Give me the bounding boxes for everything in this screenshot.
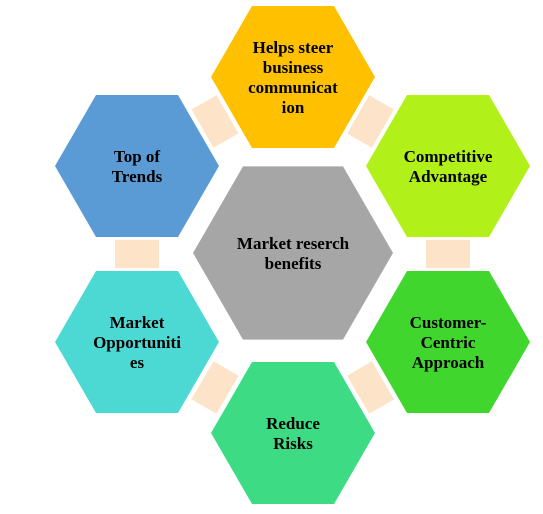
connector-competitive-customer: [426, 239, 470, 269]
connectors: [115, 95, 470, 414]
hexagon-opportunities-label-line: Opportuniti: [93, 333, 181, 352]
hexagon-risks-shape: [211, 362, 375, 504]
connector-communication-competitive: [347, 95, 394, 148]
hexagon-communication-shape: [211, 6, 375, 148]
hexagon-center-label-line: benefits: [265, 254, 322, 273]
hexagon-opportunities-label-line: es: [130, 353, 145, 372]
connector-customer-risks: [347, 361, 394, 414]
hexagon-center-shape: [193, 166, 393, 340]
hexagon-communication-label-line: ion: [282, 98, 305, 117]
hexagon-opportunities-label-line: Market: [110, 313, 165, 332]
hexagon-trends-label-line: Top of: [114, 147, 160, 166]
hexagon-competitive-shape: [366, 95, 530, 237]
hexagon-opportunities-shape: [55, 271, 219, 413]
hexagon-communication-label-line: business: [263, 58, 324, 77]
hexagon-competitive-label-line: Advantage: [409, 167, 488, 186]
hexagon-risks-label-line: Risks: [273, 434, 313, 453]
hexagon-customer-label-line: Approach: [412, 353, 485, 372]
hexagon-communication-label-line: communicat: [248, 78, 338, 97]
hexagon-trends-shape: [55, 95, 219, 237]
hexagon-customer-label-line: Centric: [421, 333, 476, 352]
hexagon-communication-label-line: Helps steer: [253, 38, 334, 57]
hexagon-customer-label-line: Customer-: [410, 313, 487, 332]
hexagon-trends-label-line: Trends: [112, 167, 163, 186]
hexagon-customer-shape: [366, 271, 530, 413]
connector-opportunities-trends: [115, 239, 159, 269]
connector-trends-communication: [191, 95, 239, 148]
connector-risks-opportunities: [191, 361, 239, 414]
hexagon-risks-label-line: Reduce: [266, 414, 320, 433]
hexagon-center-label-line: Market reserch: [237, 234, 350, 253]
hexagon-competitive-label-line: Competitive: [404, 147, 493, 166]
